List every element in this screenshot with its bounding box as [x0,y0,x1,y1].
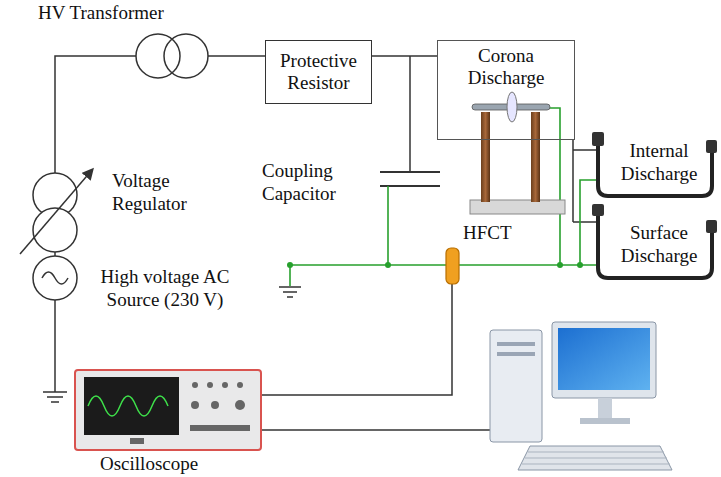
drawing-rect [531,112,540,202]
drawing-rect [470,200,565,214]
sensor-label: HFCT [463,222,523,245]
drawing-g [287,262,583,268]
drawing-path [387,186,389,265]
drawing-rect [130,438,144,444]
drawing-rect [706,220,717,233]
drawing-path [260,429,490,431]
drawing-circle [557,262,563,268]
drawing-rect [552,322,656,398]
drawing-rect [706,140,717,153]
node-label: Corona Discharge [442,45,570,89]
drawing-rect [84,377,179,435]
drawing-path [380,172,440,186]
drawing-circle [222,382,228,388]
drawing-circle [207,382,213,388]
node-label: Protective Resistor [272,50,365,94]
drawing-circle [192,382,198,388]
drawing-circle [385,262,391,268]
drawing-line [20,170,92,254]
drawing-rect [580,418,630,424]
cable-label: Surface Discharge [611,222,707,268]
drawing-circle [164,34,208,78]
drawing-rect [558,328,650,390]
resistor-box: Protective Resistor [265,40,372,104]
cable-label: Internal Discharge [611,140,707,186]
drawing-path [518,446,672,470]
regulator-label: Voltage Regulator [112,170,224,216]
drawing-rect [481,112,490,202]
drawing-rect [446,248,459,284]
drawing-rect [497,352,535,356]
drawing-rect [598,398,612,420]
drawing-circle [287,262,293,268]
instrument-label: Oscilloscope [100,453,250,476]
drawing-circle [237,382,243,388]
drawing-path [260,282,452,395]
drawing-circle [136,34,180,78]
drawing-rect [592,204,604,216]
drawing-g [290,108,596,286]
transformer-label: HV Transformer [38,2,208,25]
drawing-path [289,265,291,286]
drawing-g [130,382,250,444]
drawing-path [409,56,411,172]
drawing-circle [577,262,583,268]
drawing-path [55,56,136,173]
drawing-ellipse [507,92,517,122]
drawing-g [522,452,670,464]
drawing-circle [33,256,77,300]
drawing-path [54,300,56,392]
source-label: High voltage AC Source (230 V) [90,266,240,312]
drawing-path [43,392,67,402]
drawing-circle [235,400,245,410]
drawing-path [598,214,712,278]
drawing-path [42,272,68,284]
drawing-rect [75,370,261,450]
drawing-path [290,180,596,265]
drawing-circle [211,401,219,409]
drawing-path [208,55,265,57]
drawing-g [592,132,717,233]
drawing-path [279,287,301,297]
capacitor-label: Coupling Capacitor [262,160,366,206]
drawing-path [88,396,168,416]
drawing-rect [190,425,250,431]
drawing-rect [490,330,542,442]
drawing-rect [497,342,535,346]
wire-connector [372,55,437,57]
drawing-rect [592,132,604,146]
drawing-path [548,108,560,265]
corona-box: Corona Discharge [437,40,575,140]
drawing-path [522,452,670,464]
drawing-circle [191,401,199,409]
